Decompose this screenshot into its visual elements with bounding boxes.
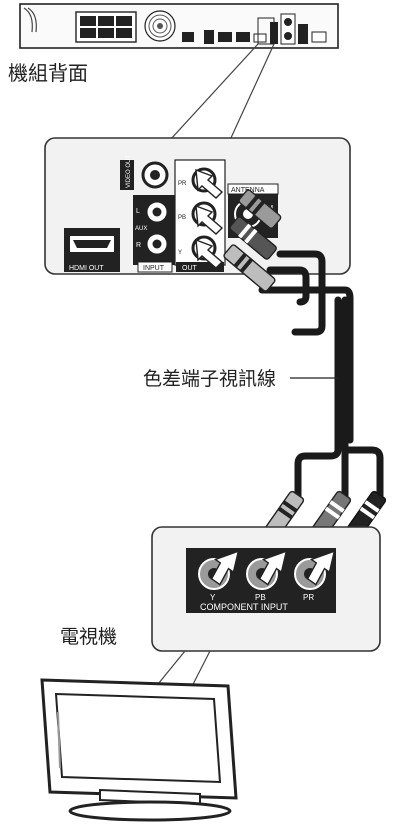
out-label: OUT [182, 265, 198, 272]
video-out-label: VIDEO OUT [126, 155, 132, 188]
tv-zoom-panel: Y PB PR COMPONENT INPUT [151, 526, 381, 652]
aux-l-jack [144, 199, 170, 225]
unit-plug-y [223, 244, 276, 292]
aux-r-jack [144, 231, 170, 257]
unit-plug-pr [238, 189, 282, 229]
video-out-jack [141, 161, 169, 189]
aux-label: AUX [135, 226, 147, 232]
unit-callout-lines [169, 43, 275, 141]
out-pr-label: PR [178, 181, 187, 187]
fan-icon [144, 10, 176, 42]
tv-y-label: Y [210, 593, 216, 602]
input-label: INPUT [143, 265, 165, 272]
component-cable [258, 250, 384, 504]
aux-r-label: R [136, 242, 141, 249]
tv-pb-label: PB [255, 593, 266, 602]
hdmi-out-label: HDMI OUT [69, 265, 104, 272]
hdmi-out-port: HDMI OUT [64, 228, 120, 272]
unit-rear-label: 機組背面 [8, 61, 88, 85]
unit-insert-arrows [195, 168, 224, 269]
cable-label: 色差端子視訊線 [143, 368, 276, 390]
speaker-terminals-icon [75, 11, 137, 43]
tv-insert-arrows [210, 550, 336, 586]
tv-pr-label: PR [303, 593, 314, 602]
out-pb-label: PB [178, 215, 186, 221]
tv-icon [40, 678, 238, 822]
component-input-label: COMPONENT INPUT [200, 602, 288, 612]
unit-rear-strip [19, 3, 339, 49]
out-y-label: Y [178, 250, 182, 256]
tv-label: 電視機 [60, 626, 117, 648]
unit-plug-pb [229, 216, 277, 260]
aux-l-label: L [136, 208, 140, 215]
